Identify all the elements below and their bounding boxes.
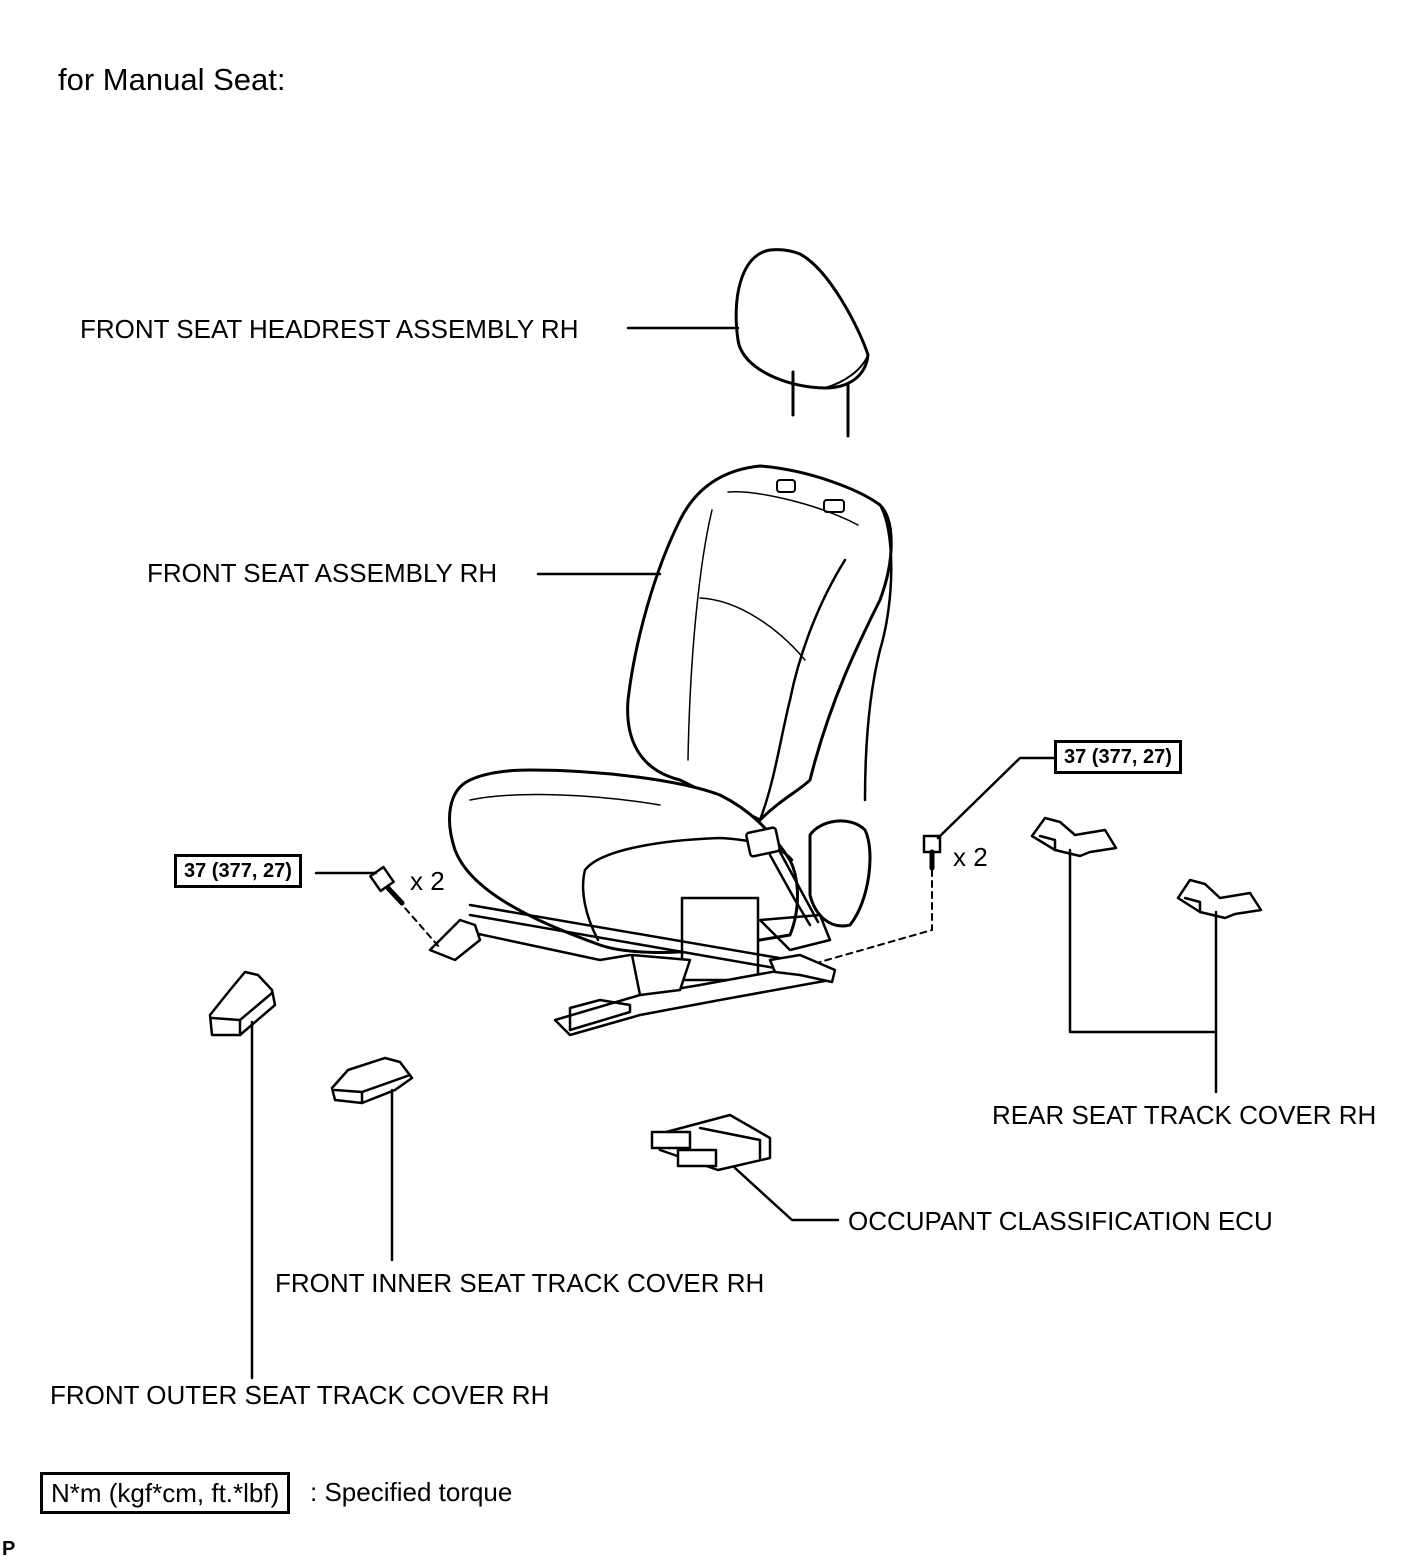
- front-inner-track-cover: [330, 1056, 414, 1105]
- page-title: for Manual Seat:: [58, 62, 286, 97]
- left-bolt: [369, 865, 441, 949]
- rear-track-cover-upper: [1030, 816, 1118, 858]
- front-outer-track-cover: [208, 970, 277, 1037]
- label-rear-track-cover: REAR SEAT TRACK COVER RH: [992, 1100, 1377, 1130]
- right-bolt: [819, 834, 942, 963]
- legend-torque-text: : Specified torque: [310, 1477, 513, 1507]
- legend-torque-unit: N*m (kgf*cm, ft.*lbf): [40, 1472, 291, 1514]
- label-front-inner-cover: FRONT INNER SEAT TRACK COVER RH: [275, 1268, 765, 1298]
- corner-mark: P: [2, 1538, 16, 1560]
- headrest-part: [734, 248, 870, 438]
- occupant-classification-ecu-part: [650, 1113, 772, 1172]
- label-front-outer-cover: FRONT OUTER SEAT TRACK COVER RH: [50, 1380, 550, 1410]
- torque-spec-right: 37 (377, 27): [1054, 740, 1182, 774]
- label-seat-assembly: FRONT SEAT ASSEMBLY RH: [147, 558, 498, 588]
- seat-track-frame: [428, 896, 837, 1037]
- bolt-quantity-left: x 2: [410, 866, 445, 896]
- seat-back-part: [626, 464, 893, 928]
- rear-track-cover-lower: [1176, 878, 1263, 920]
- label-occupant-ecu: OCCUPANT CLASSIFICATION ECU: [848, 1206, 1273, 1236]
- leader-lines: [250, 326, 1218, 1380]
- bolt-quantity-right: x 2: [953, 842, 988, 872]
- torque-spec-left: 37 (377, 27): [174, 854, 302, 888]
- label-headrest: FRONT SEAT HEADREST ASSEMBLY RH: [80, 314, 579, 344]
